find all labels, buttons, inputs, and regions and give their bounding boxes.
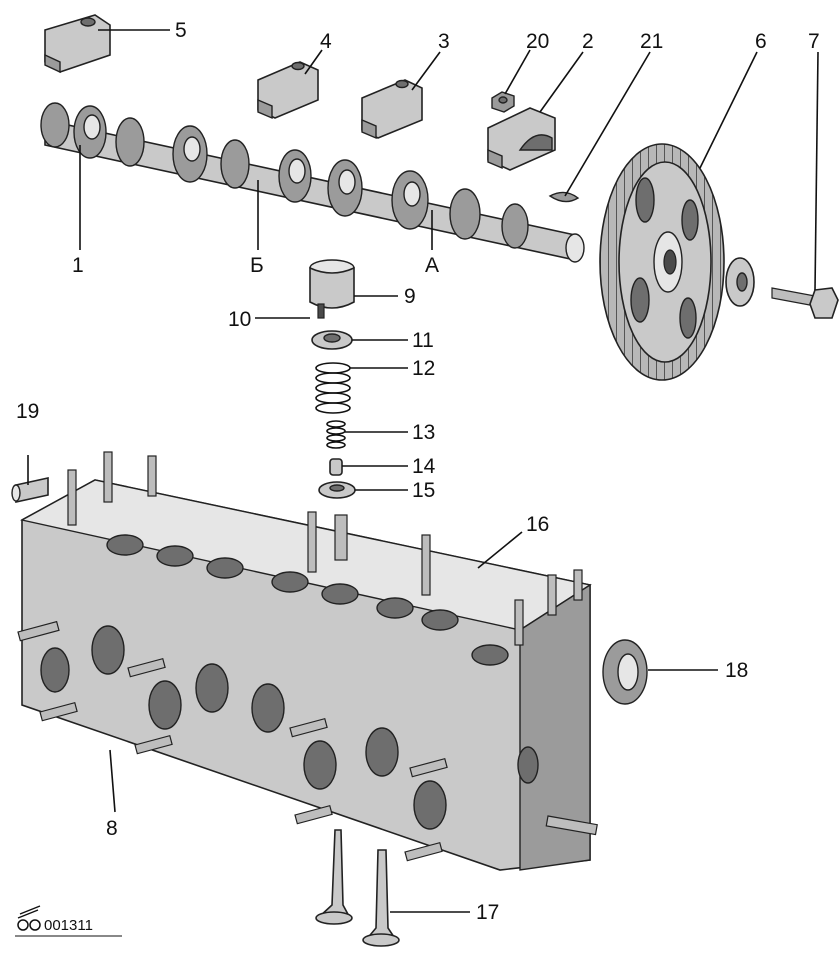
callout-12: 12: [412, 357, 435, 380]
callout-13: 13: [412, 421, 435, 444]
bearing-cap-2: [487, 107, 556, 171]
callout-17: 17: [476, 901, 499, 924]
callout-labels: 1 2 3 4 5 6 7 8 9 10 11 12 13 14 15 16 1…: [16, 19, 820, 924]
callout-21: 21: [640, 30, 663, 53]
bearing-cap-3: [361, 79, 423, 140]
bearing-cap-4: [257, 61, 319, 120]
callout-11: 11: [412, 329, 434, 352]
key-21: [548, 191, 580, 203]
nut-20: [491, 91, 515, 113]
figure-code: 001311: [15, 905, 122, 937]
bearing-cap-5: [44, 14, 111, 74]
leader-lines: [27, 29, 819, 913]
callout-16: 16: [526, 513, 549, 536]
callout-8: 8: [106, 817, 118, 840]
callout-14: 14: [412, 455, 436, 478]
sprocket-bolt-7: [771, 287, 839, 319]
figure-code-text: 001311: [44, 917, 93, 934]
figure-logo-icon: [17, 905, 41, 931]
spring-retainer-11: [311, 330, 353, 350]
callout-19: 19: [16, 400, 39, 423]
callout-18: 18: [725, 659, 748, 682]
intake-valve: [315, 829, 353, 925]
callout-1: 1: [72, 254, 84, 277]
callout-2: 2: [582, 30, 594, 53]
callout-5: 5: [175, 19, 187, 42]
callout-4: 4: [320, 30, 332, 53]
callout-15: 15: [412, 479, 435, 502]
marker-a: А: [425, 254, 439, 277]
callout-9: 9: [404, 285, 416, 308]
marker-b: Б: [250, 254, 264, 277]
exhaust-valve: [362, 849, 400, 947]
callout-3: 3: [438, 30, 450, 53]
callout-20: 20: [526, 30, 549, 53]
cylinder-head: [17, 451, 598, 871]
camshaft: [40, 102, 585, 263]
callout-10: 10: [228, 308, 251, 331]
valve-stem-seal-14: [329, 458, 343, 476]
inner-spring-13: [326, 420, 346, 449]
camshaft-sprocket: [599, 143, 725, 381]
spring-seat-15: [318, 481, 356, 499]
outer-spring-12: [315, 362, 351, 414]
alignment-pin-19: [11, 477, 49, 503]
camshaft-oil-seal-18: [602, 639, 648, 705]
callout-6: 6: [755, 30, 767, 53]
hydraulic-lifter-9: [309, 259, 355, 319]
washer: [725, 257, 755, 307]
callout-7: 7: [808, 30, 820, 53]
